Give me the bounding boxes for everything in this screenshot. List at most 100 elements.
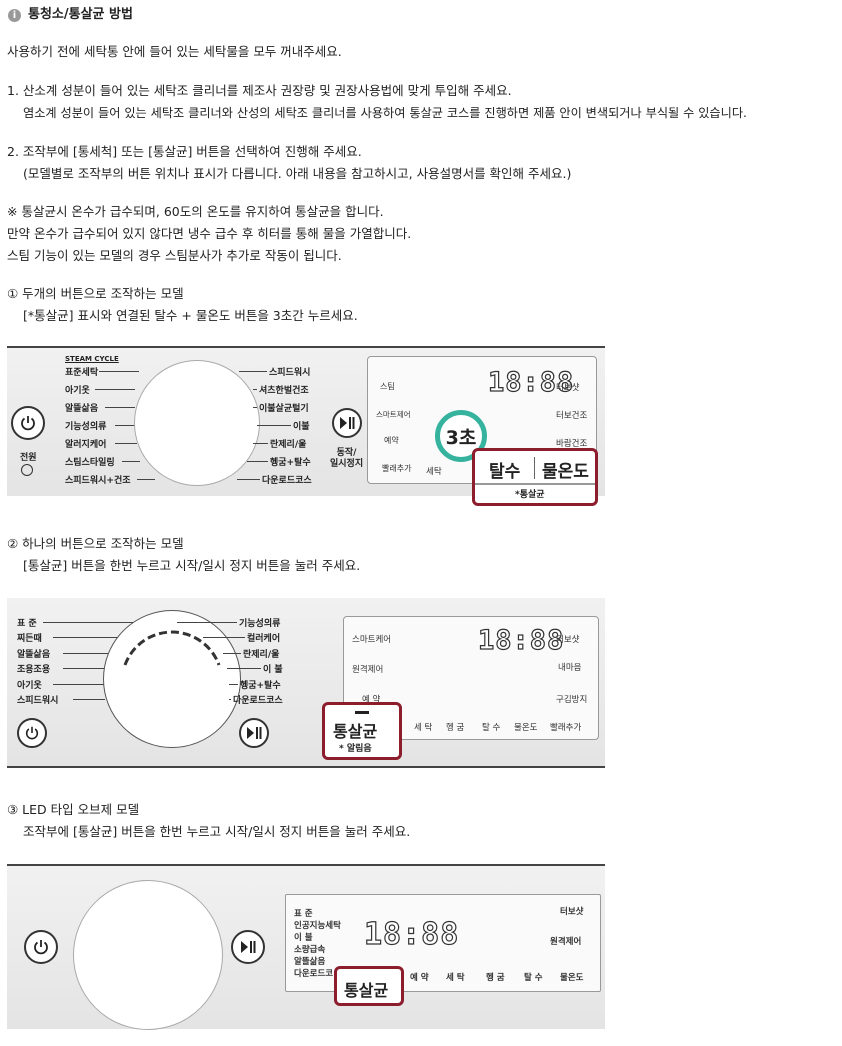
panel-button[interactable]: 구김방지 — [556, 695, 588, 705]
step-1: 1. 산소계 성분이 들어 있는 세탁조 클리너를 제조사 권장량 및 권장사용… — [7, 83, 512, 98]
panel-button[interactable]: 세 탁 — [446, 973, 465, 983]
panel-button[interactable]: 빨래추가 — [550, 723, 582, 733]
alert-caption: * 알림음 — [339, 744, 372, 754]
course-label: 컬러케어 — [247, 634, 281, 644]
course-label: 기능성의류 — [65, 422, 107, 432]
spin-button-label[interactable]: 탈수 — [489, 462, 521, 482]
course-dial[interactable] — [73, 880, 223, 1030]
digit-display: 18:88 — [487, 366, 575, 398]
course-label[interactable]: 알뜰삶음 — [294, 957, 326, 967]
panel-button[interactable]: 스마트제어 — [376, 410, 411, 419]
panel-button[interactable]: 세 탁 — [414, 723, 433, 733]
sterilize-button-label[interactable]: 통살균 — [333, 722, 378, 741]
course-label: 아기옷 — [65, 386, 90, 396]
course-label: 헹굼+탈수 — [270, 458, 311, 468]
course-label: 다운로드코스 — [262, 476, 312, 486]
course-label: 기능성의류 — [239, 619, 281, 629]
power-icon — [34, 940, 48, 955]
model2-description: [통살균] 버튼을 한번 누르고 시작/일시 정지 버튼을 눌러 주세요. — [23, 558, 361, 573]
spin-temp-highlight[interactable]: 탈수 물온도 *통살균 — [472, 448, 598, 506]
panel-button[interactable]: 예 약 — [362, 695, 381, 705]
panel-button[interactable]: 예약 — [384, 436, 399, 445]
start-pause-button[interactable] — [332, 408, 362, 438]
course-label[interactable]: 인공지능세탁 — [294, 921, 341, 931]
panel-button[interactable]: 터보샷 — [560, 907, 584, 917]
course-dial[interactable] — [103, 610, 241, 748]
water-temp-button-label[interactable]: 물온도 — [542, 462, 589, 482]
model3-heading: ③ LED 타입 오브제 모델 — [7, 802, 140, 817]
course-label: 셔츠한벌건조 — [259, 386, 309, 396]
course-label: 아기옷 — [17, 681, 42, 691]
course-label[interactable]: 다운로드코 — [294, 969, 334, 979]
note-3: 스팀 기능이 있는 모델의 경우 스팀분사가 추가로 작동이 됩니다. — [7, 248, 342, 263]
power-label: 전원 — [20, 453, 37, 463]
course-label: 헹굼+탈수 — [240, 681, 281, 691]
power-button[interactable] — [11, 406, 45, 440]
panel-button[interactable]: 헹 굼 — [486, 973, 505, 983]
sterilize-button-label[interactable]: 통살균 — [344, 981, 389, 1000]
model3-control-panel: 표 준 인공지능세탁 이 불 소량급속 알뜰삶음 다운로드코 18:88 예 약… — [7, 864, 605, 1030]
sterilize-caption: *통살균 — [515, 490, 545, 500]
play-pause-icon — [241, 941, 256, 953]
step-1-warning: 염소계 성분이 들어 있는 세탁조 클리너와 산성의 세탁조 클리너를 사용하여… — [23, 106, 747, 120]
course-label: 스피드워시 — [17, 696, 59, 706]
model2-heading: ② 하나의 버튼으로 조작하는 모델 — [7, 536, 184, 551]
course-label: 이불살균털기 — [259, 404, 309, 414]
model1-control-panel: 전원 STEAM CYCLE 표준세탁 아기옷 알뜰삶음 기능성의류 알러지케어… — [7, 346, 605, 506]
course-label[interactable]: 표 준 — [294, 909, 313, 919]
panel-button[interactable]: 터보건조 — [556, 411, 588, 421]
model3-display: 표 준 인공지능세탁 이 불 소량급속 알뜰삶음 다운로드코 18:88 예 약… — [285, 894, 601, 992]
power-button[interactable] — [17, 718, 47, 748]
panel-button[interactable]: 스마트케어 — [352, 635, 392, 645]
course-label[interactable]: 이 불 — [294, 933, 313, 943]
course-label: 스피드워시 — [269, 368, 311, 378]
course-label: 다운로드코스 — [233, 696, 283, 706]
power-icon — [25, 726, 39, 740]
step-2-note: (모델별로 조작부의 버튼 위치나 표시가 다릅니다. 아래 내용을 참고하시고… — [23, 166, 572, 181]
digit-display: 18:88 — [363, 916, 460, 952]
panel-button[interactable]: 스팀 — [380, 382, 395, 391]
sterilize-button-highlight[interactable]: 통살균 * 알림음 — [322, 702, 402, 760]
course-label: 알뜰삶음 — [65, 404, 99, 414]
digit-display: 18:88 — [477, 624, 565, 656]
power-icon — [21, 416, 35, 431]
panel-button[interactable]: 터보샷 — [556, 635, 580, 645]
panel-button[interactable]: 물온도 — [560, 973, 584, 983]
start-pause-button[interactable] — [239, 718, 269, 748]
course-label: 찌든때 — [17, 634, 42, 644]
panel-button[interactable]: 물온도 — [514, 723, 538, 733]
step-2: 2. 조작부에 [통세척] 또는 [통살균] 버튼을 선택하여 진행해 주세요. — [7, 144, 362, 159]
course-label: 표준세탁 — [65, 368, 99, 378]
smart-diagnosis-icon — [21, 464, 33, 476]
course-label: 스피드워시+건조 — [65, 476, 131, 486]
sterilize-button-highlight[interactable]: 통살균 — [334, 966, 404, 1006]
model1-description: [*통살균] 표시와 연결된 탈수 + 물온도 버튼을 3초간 누르세요. — [23, 308, 358, 323]
course-label: 란제리/울 — [270, 440, 307, 450]
model2-control-panel: 표 준 찌든때 알뜰삶음 조용조용 아기옷 스피드워시 기능성의류 컬러케어 란… — [7, 598, 605, 768]
model1-heading: ① 두개의 버튼으로 조작하는 모델 — [7, 286, 184, 301]
power-button[interactable] — [24, 930, 58, 964]
intro-text: 사용하기 전에 세탁통 안에 들어 있는 세탁물을 모두 꺼내주세요. — [7, 44, 342, 59]
panel-button[interactable]: 헹 굼 — [446, 723, 465, 733]
start-pause-label: 동작/ 일시정지 — [330, 448, 364, 469]
note-1: ※ 통살균시 온수가 급수되며, 60도의 온도를 유지하여 통살균을 합니다. — [7, 204, 384, 219]
panel-button[interactable]: 원격제어 — [550, 937, 582, 947]
course-label: 알뜰삶음 — [17, 650, 51, 660]
play-pause-icon — [247, 727, 262, 739]
panel-button[interactable]: 세탁 — [426, 467, 442, 477]
panel-button[interactable]: 원격제어 — [352, 665, 384, 675]
start-pause-button[interactable] — [231, 930, 265, 964]
panel-button[interactable]: 탈 수 — [524, 973, 543, 983]
course-label: 란제리/울 — [243, 650, 280, 660]
course-label: 스팀스타일링 — [65, 458, 115, 468]
course-label[interactable]: 소량급속 — [294, 945, 326, 955]
panel-button[interactable]: 빨래추가 — [382, 464, 412, 473]
panel-button[interactable]: 예 약 — [410, 973, 429, 983]
course-dial[interactable] — [134, 360, 260, 486]
course-label: 이불 — [293, 422, 310, 432]
panel-button[interactable]: 바람건조 — [556, 439, 588, 449]
panel-button[interactable]: 탈 수 — [482, 723, 501, 733]
note-2: 만약 온수가 급수되어 있지 않다면 냉수 급수 후 히터를 통해 물을 가열합… — [7, 226, 412, 241]
panel-button[interactable]: 터보샷 — [556, 383, 580, 393]
panel-button[interactable]: 내마음 — [558, 663, 582, 673]
